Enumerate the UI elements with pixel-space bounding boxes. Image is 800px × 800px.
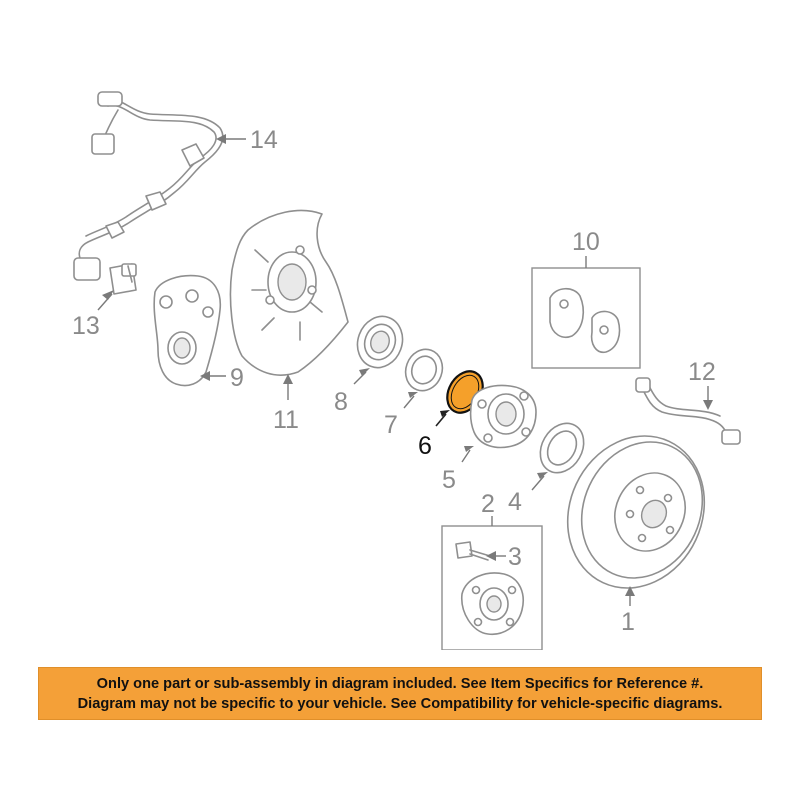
callout-11: 11: [273, 374, 299, 434]
steering-knuckle-part: [153, 274, 222, 387]
abs-wire-harness-part: [73, 91, 224, 281]
inner-bearing-part: [356, 315, 404, 369]
callout-3-label: 3: [508, 543, 522, 571]
brake-hub-exploded-diagram: 14 13 9 11: [72, 91, 741, 650]
callout-12: 12: [688, 358, 716, 410]
callout-11-label: 11: [273, 406, 299, 434]
callout-10-label: 10: [572, 228, 600, 256]
callout-14: 14: [216, 126, 278, 154]
disclaimer-banner: Only one part or sub-assembly in diagram…: [38, 667, 762, 720]
hub-assembly-kit: [441, 516, 543, 650]
callout-4-label: 4: [508, 488, 522, 516]
callout-14-label: 14: [250, 126, 278, 154]
callout-12-label: 12: [688, 358, 716, 386]
callout-5-label: 5: [442, 466, 456, 494]
callout-3: 3: [486, 543, 522, 571]
brake-hose-part: [635, 377, 741, 445]
disclaimer-line-2: Diagram may not be specific to your vehi…: [77, 695, 723, 712]
hub-flange-part: [469, 384, 537, 449]
callout-7: 7: [384, 392, 418, 439]
callout-8-label: 8: [334, 388, 348, 416]
brake-pads-kit: [531, 256, 641, 369]
callout-9-label: 9: [230, 364, 244, 392]
speed-sensor-part: [109, 263, 137, 295]
callout-5: 5: [442, 446, 474, 494]
callout-13: 13: [72, 290, 114, 340]
callout-1-label: 1: [621, 608, 635, 636]
callout-6-label: 6: [418, 432, 432, 460]
callout-7-label: 7: [384, 411, 398, 439]
callout-4: 4: [508, 472, 548, 516]
dust-shield-part: [229, 209, 349, 376]
outer-bearing-part: [539, 422, 585, 474]
callout-6: 6: [418, 410, 450, 460]
wheel-bolt-part: [455, 541, 491, 561]
callout-13-label: 13: [72, 312, 100, 340]
disclaimer-line-1: Only one part or sub-assembly in diagram…: [96, 675, 704, 692]
callout-2-label: 2: [481, 490, 495, 518]
bearing-race-part: [404, 348, 444, 392]
callout-1: 1: [621, 586, 635, 636]
callout-9: 9: [200, 364, 244, 392]
callout-8: 8: [334, 368, 370, 416]
brake-rotor-part: [566, 435, 706, 589]
